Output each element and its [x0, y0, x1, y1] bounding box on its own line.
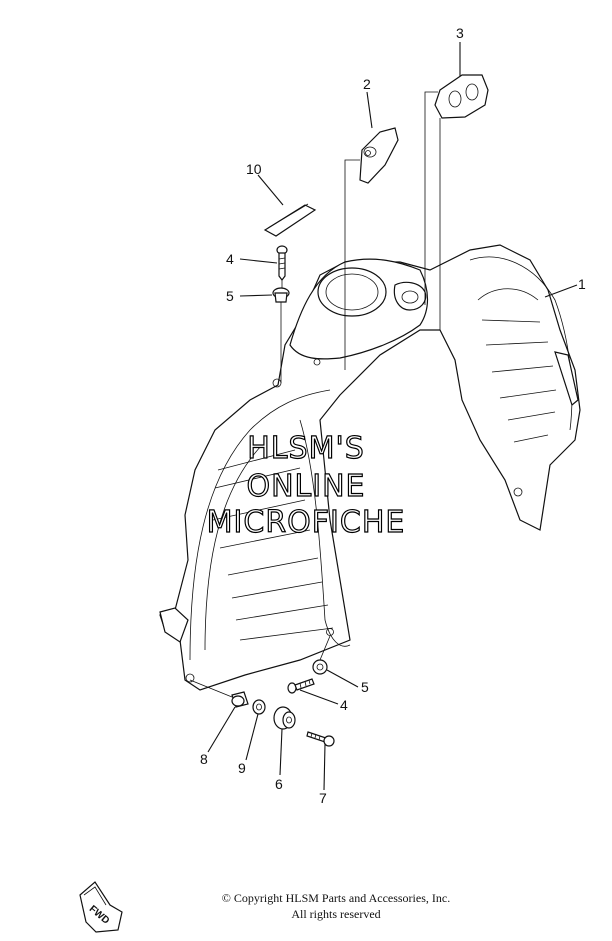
part-9-washer: [252, 699, 266, 715]
watermark-line-2: ONLINE: [246, 469, 365, 504]
watermark: HLSM'S ONLINE MICROFICHE: [206, 430, 406, 540]
copyright-line-2: All rights reserved: [291, 907, 380, 921]
watermark-line-1: HLSM'S: [247, 431, 365, 466]
callout-4-upper: 4: [226, 251, 234, 267]
part-5-nut-lower: [312, 659, 328, 675]
part-4-screw-upper: [276, 245, 288, 281]
callout-1: 1: [578, 276, 586, 292]
part-6-grommet: [273, 706, 296, 730]
part-8-collar: [231, 691, 249, 708]
part-4-screw-lower: [287, 678, 315, 694]
part-10-rubber-strip: [263, 203, 317, 237]
callout-4-lower: 4: [340, 697, 348, 713]
fwd-direction-badge: FWD: [79, 881, 123, 933]
callout-6: 6: [275, 776, 283, 792]
callout-5-lower: 5: [361, 679, 369, 695]
part-5-nut-upper: [272, 287, 290, 303]
callout-10: 10: [246, 161, 262, 177]
part-3-gasket: [434, 74, 489, 119]
callout-3: 3: [456, 25, 464, 41]
watermark-line-3: MICROFICHE: [207, 505, 406, 540]
part-7-bolt: [306, 731, 335, 747]
callout-2: 2: [363, 76, 371, 92]
copyright-line-1: © Copyright HLSM Parts and Accessories, …: [222, 891, 450, 905]
part-1-leg-shield: [159, 244, 581, 691]
part-2-bracket: [359, 127, 399, 184]
callout-5-upper: 5: [226, 288, 234, 304]
callout-9: 9: [238, 760, 246, 776]
callout-8: 8: [200, 751, 208, 767]
leader-lines: [189, 42, 578, 791]
callout-7: 7: [319, 790, 327, 806]
